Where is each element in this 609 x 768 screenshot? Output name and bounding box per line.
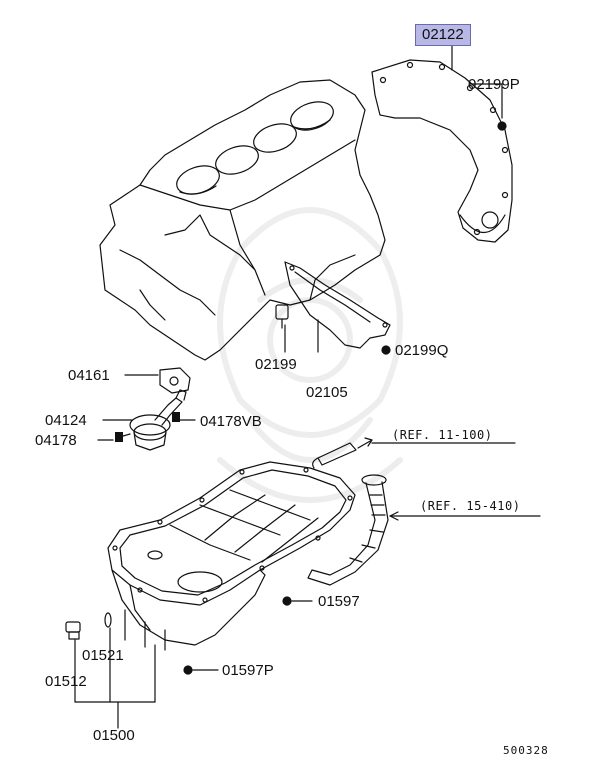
ref-label-15-410[interactable]: (REF. 15-410) xyxy=(420,499,521,513)
part-label-02105[interactable]: 02105 xyxy=(306,384,348,401)
bolt-04178 xyxy=(115,432,131,442)
bolt-02199Q xyxy=(381,345,391,355)
part-label-04161[interactable]: 04161 xyxy=(68,367,110,384)
drain-gasket-01521 xyxy=(104,612,112,628)
drain-plug-01512 xyxy=(65,621,81,640)
pipe-ref-11-100 xyxy=(312,442,357,469)
part-label-02199Q[interactable]: 02199Q xyxy=(395,342,449,359)
oil-pan-01500 xyxy=(107,461,356,651)
part-label-02199P[interactable]: 02199P xyxy=(468,76,520,93)
arrow-ref-11-100 xyxy=(357,439,373,449)
bolt-01597P xyxy=(183,665,193,675)
bolt-02199 xyxy=(275,304,289,329)
part-label-04178VB[interactable]: 04178VB xyxy=(200,413,262,430)
diagram-code: 500328 xyxy=(503,744,549,757)
watermark-emblem xyxy=(217,207,403,503)
cover-02105 xyxy=(284,261,391,349)
part-label-01597[interactable]: 01597 xyxy=(318,593,360,610)
part-label-04124[interactable]: 04124 xyxy=(45,412,87,429)
part-label-01521[interactable]: 01521 xyxy=(82,647,124,664)
ref-label-11-100[interactable]: (REF. 11-100) xyxy=(392,428,493,442)
bolt-02199P xyxy=(497,121,507,131)
part-label-04178[interactable]: 04178 xyxy=(35,432,77,449)
oil-screen-04124 xyxy=(129,389,187,451)
engine-block xyxy=(99,79,386,361)
part-label-01597P[interactable]: 01597P xyxy=(222,662,274,679)
part-label-01500[interactable]: 01500 xyxy=(93,727,135,744)
end-plate-02122 xyxy=(371,59,513,243)
part-label-01512[interactable]: 01512 xyxy=(45,673,87,690)
gasket-04161 xyxy=(159,367,191,394)
part-label-02122-highlighted[interactable]: 02122 xyxy=(415,24,471,46)
bracket-01500 xyxy=(74,627,156,729)
dipstick-guide-ref-15-410 xyxy=(307,474,389,586)
part-label-02199[interactable]: 02199 xyxy=(255,356,297,373)
bolt-01597 xyxy=(282,596,292,606)
bolt-04178VB xyxy=(172,412,196,422)
